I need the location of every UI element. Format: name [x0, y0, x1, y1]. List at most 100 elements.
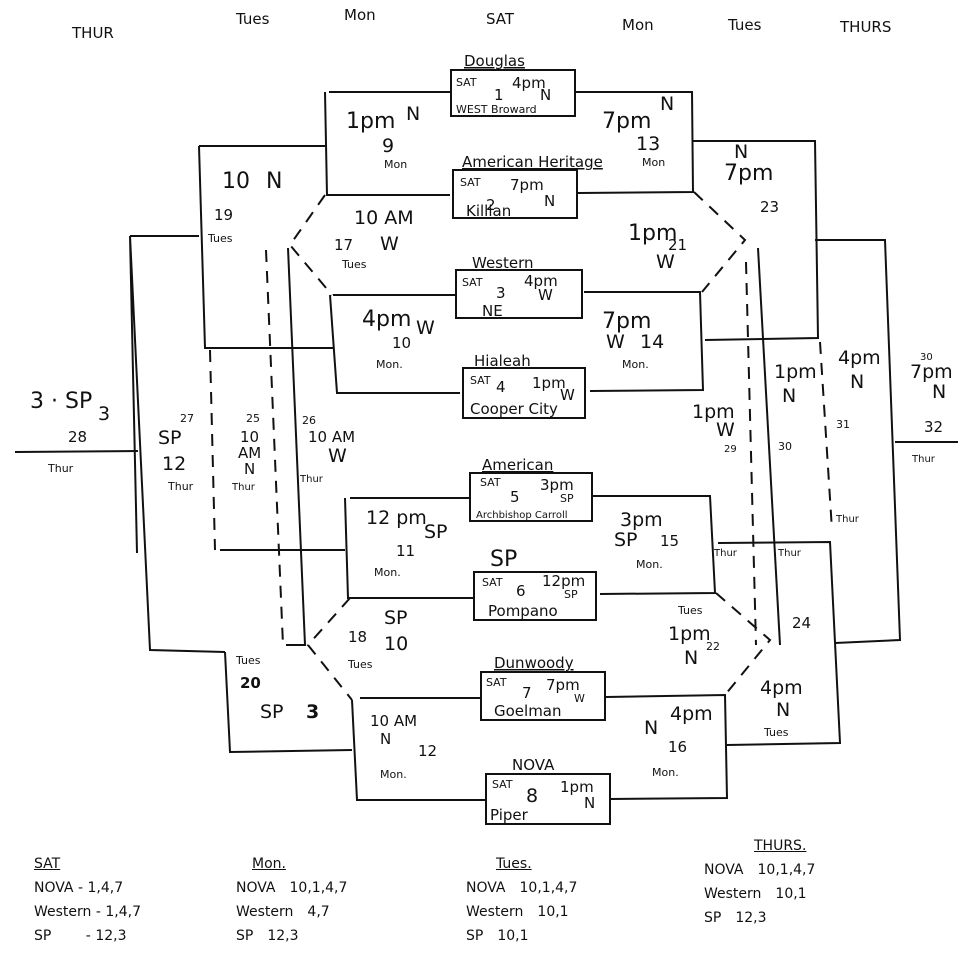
legend-team: SP [34, 928, 52, 944]
game-day: Thur [911, 454, 936, 465]
game-17[interactable]: 10 AM 17 W Tues [334, 207, 414, 271]
game-7[interactable]: Dunwoody SAT 7 7pm W Goelman [480, 654, 606, 721]
game-8[interactable]: NOVA SAT 8 1pm N Piper [485, 756, 611, 825]
game-number: 12 [418, 742, 437, 760]
game-16[interactable]: N 4pm 16 Mon. [644, 703, 713, 779]
game-26[interactable]: 26 10 AM W Thur [299, 414, 355, 485]
game-court: W [716, 419, 735, 441]
header-day: Mon [622, 16, 654, 34]
game-10[interactable]: 4pm W 10 Mon. [362, 307, 435, 371]
game-number: 23 [760, 198, 779, 216]
game-day: Mon. [376, 358, 403, 371]
game-court: SP [564, 588, 578, 601]
game-28[interactable]: 3 · SP 3 28 Thur [30, 389, 110, 475]
game-6[interactable]: SP SAT 6 12pm SP Pompano [473, 547, 597, 621]
game-1[interactable]: Douglas SAT 1 4pm N WEST Broward [450, 52, 576, 117]
game-32[interactable]: 30 7pm N 32 Thur [910, 352, 953, 465]
legend-row: SP 10,1 [466, 924, 577, 948]
game-time: 7pm [602, 109, 651, 134]
game-day: Mon. [380, 768, 407, 781]
game-court: N [406, 103, 420, 125]
legend-games: 1,4,7 [87, 880, 124, 896]
game-court: N [684, 647, 698, 669]
game-time: 7pm [724, 161, 773, 186]
team-top: Hialeah [474, 352, 531, 370]
legend-team: SP [466, 928, 484, 944]
game-13[interactable]: 7pm N 13 Mon [602, 93, 674, 169]
game-5[interactable]: American SAT 5 3pm SP Archbishop Carroll [469, 456, 593, 522]
game-number: 5 [510, 488, 520, 506]
legend-team: NOVA [236, 880, 276, 896]
legend-row: SP - 12,3 [34, 924, 141, 948]
legend-games: 10,1,4,7 [519, 880, 578, 896]
legend-sep: - [85, 928, 91, 944]
game-extra: 12 [162, 453, 186, 475]
game-2[interactable]: American Heritage SAT 2 7pm N Killian [452, 153, 603, 220]
game-number: 32 [924, 418, 943, 436]
game-3[interactable]: Western SAT 3 4pm W NE [455, 254, 583, 320]
game-4[interactable]: Hialeah SAT 4 1pm W Cooper City [462, 352, 586, 419]
game-25[interactable]: 25 10 AM N Thur [231, 412, 261, 493]
legend-games: 4,7 [307, 904, 330, 920]
game-14[interactable]: 7pm W 14 Mon. [602, 309, 664, 371]
game-29[interactable]: 1pm W 29 [692, 401, 737, 455]
legend-games: 1,4,7 [105, 904, 142, 920]
game-number: 6 [516, 582, 526, 600]
legend-team: NOVA [704, 862, 744, 878]
game-day: Mon [384, 158, 407, 171]
game-time: 1pm [668, 623, 711, 645]
first-round-games: Douglas SAT 1 4pm N WEST Broward America… [450, 52, 611, 825]
game-21[interactable]: 1pm 21 W [628, 221, 687, 273]
game-23[interactable]: N 7pm 23 [724, 141, 779, 216]
game-number: 26 [302, 414, 316, 427]
game-court: W [574, 692, 585, 705]
game-19[interactable]: 10 N 19 Tues [207, 169, 282, 245]
legend-team: SP [704, 910, 722, 926]
legend-games: 10,1 [775, 886, 807, 902]
game-20[interactable]: Tues 20 SP 3 [235, 654, 319, 723]
game-27[interactable]: SP 27 12 Thur [158, 412, 194, 493]
game-time: 1pm [628, 221, 677, 246]
game-9[interactable]: 1pm N 9 Mon [346, 103, 420, 171]
game-time: 4pm [524, 272, 558, 290]
game-number: 2 [486, 196, 496, 214]
game-number: 30 [778, 440, 792, 453]
game-time: 10 AM [354, 207, 414, 229]
game-11[interactable]: 12 pm SP 11 Mon. [366, 507, 448, 579]
legend-team: Western [466, 904, 524, 920]
game-number: 9 [382, 135, 394, 157]
game-24[interactable]: Thur 24 4pm N Tues [713, 548, 811, 739]
game-time: 4pm [838, 347, 881, 369]
game-time: 7pm [602, 309, 651, 334]
legend-games: 10,1 [497, 928, 529, 944]
header-day: THUR [71, 24, 114, 42]
game-day: Mon. [636, 558, 663, 571]
header-day: Tues [235, 10, 270, 28]
game-day: SAT [492, 778, 513, 791]
legend-day: Mon. [252, 856, 286, 872]
team-bottom: NE [482, 302, 503, 320]
legend-games: 12,3 [267, 928, 299, 944]
team-top: Dunwoody [494, 654, 574, 672]
game-time: 10 AM [308, 428, 355, 446]
game-22[interactable]: Tues 1pm 22 N [668, 604, 720, 669]
game-12[interactable]: 10 AM N 12 Mon. [370, 712, 437, 781]
game-number: 21 [668, 236, 687, 254]
game-day: Mon. [652, 766, 679, 779]
game-30[interactable]: 1pm N 30 Thur [774, 361, 817, 559]
game-number: 22 [706, 640, 720, 653]
game-day: SAT [460, 176, 481, 189]
bracket-lines [14, 91, 958, 801]
legend-sep: - [77, 880, 84, 896]
game-31[interactable]: 4pm N 31 Thur [835, 347, 881, 525]
legend-games: 10,1,4,7 [289, 880, 348, 896]
game-15[interactable]: 3pm SP 15 Mon. [614, 509, 679, 571]
game-number: 8 [526, 785, 538, 807]
game-number: 3 [496, 284, 506, 302]
game-18[interactable]: SP 18 10 Tues [347, 607, 408, 671]
bracket-games: 1pm N 9 Mon 7pm N 13 Mon 10 N 19 Tues N … [30, 93, 953, 781]
game-day: Mon [642, 156, 665, 169]
